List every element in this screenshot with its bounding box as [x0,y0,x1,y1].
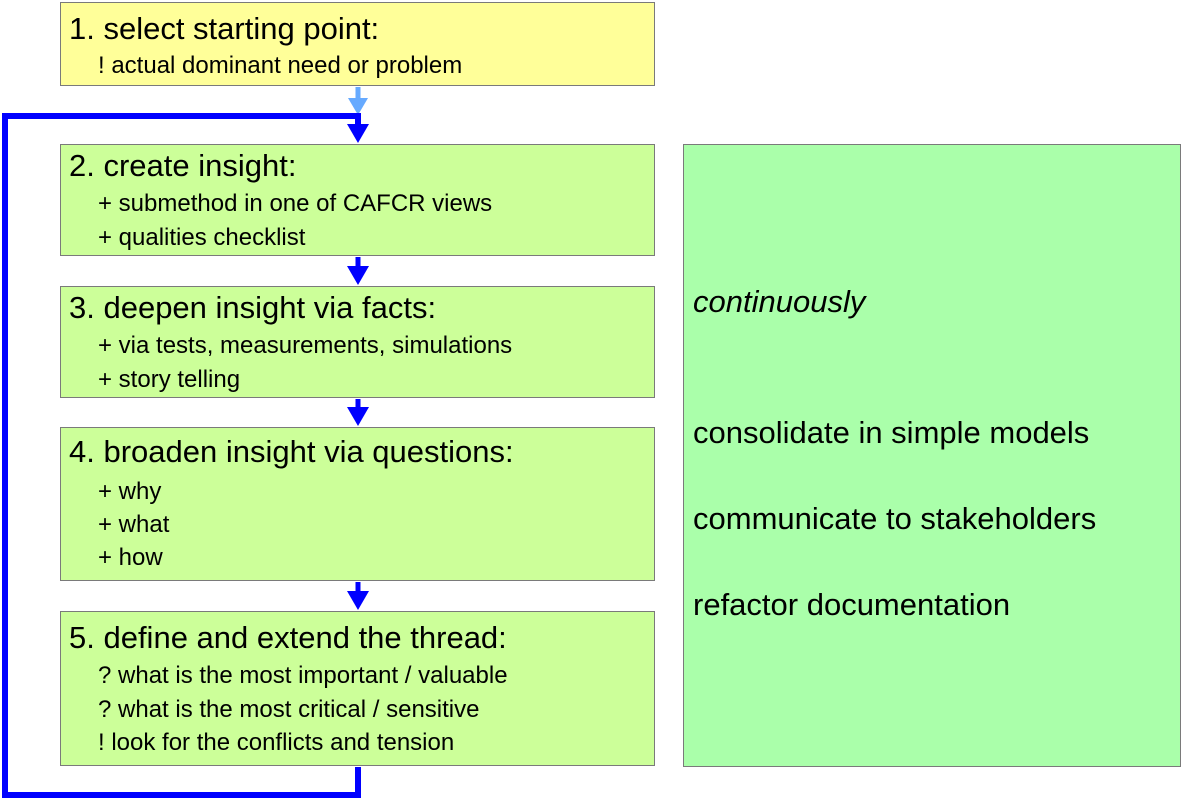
arrow-step2-to-step3 [347,257,369,285]
step-5-box: 5. define and extend the thread: ? what … [60,611,655,766]
step-4-line-3: + how [98,544,163,571]
step-3-line-1: + via tests, measurements, simulations [98,332,513,359]
step-5-line-1: ? what is the most important / valuable [98,662,508,689]
step-3-title: 3. deepen insight via facts: [69,290,437,325]
step-2-line-1: + submethod in one of CAFCR views [98,190,493,217]
arrow-step3-to-step4 [347,399,369,426]
step-4-line-2: + what [98,511,170,538]
step-1-line-1: ! actual dominant need or problem [98,52,463,79]
step-4-line-1: + why [98,478,162,505]
step-2-box: 2. create insight: + submethod in one of… [60,144,655,256]
step-5-line-2: ? what is the most critical / sensitive [98,696,480,723]
step-2-line-2: + qualities checklist [98,224,306,251]
step-4-title: 4. broaden insight via questions: [69,434,514,469]
step-1-title: 1. select starting point: [69,11,380,46]
start-arrow [348,87,368,115]
arrow-step4-to-step5 [347,582,369,610]
side-item-consolidate: consolidate in simple models [693,415,1090,450]
side-item-communicate: communicate to stakeholders [693,501,1097,536]
side-item-refactor: refactor documentation [693,587,1011,622]
step-5-title: 5. define and extend the thread: [69,620,507,655]
step-1-box: 1. select starting point: ! actual domin… [60,2,655,86]
step-4-box: 4. broaden insight via questions: + why … [60,427,655,581]
continuously-heading: continuously [693,284,866,319]
step-3-line-2: + story telling [98,366,241,393]
loop-arrowhead [347,124,369,143]
step-2-title: 2. create insight: [69,148,297,183]
iteration-loop-line [2,113,361,798]
step-3-box: 3. deepen insight via facts: + via tests… [60,286,655,398]
step-5-line-3: ! look for the conflicts and tension [98,729,455,756]
continuous-activities-panel: continuously consolidate in simple model… [683,144,1181,767]
